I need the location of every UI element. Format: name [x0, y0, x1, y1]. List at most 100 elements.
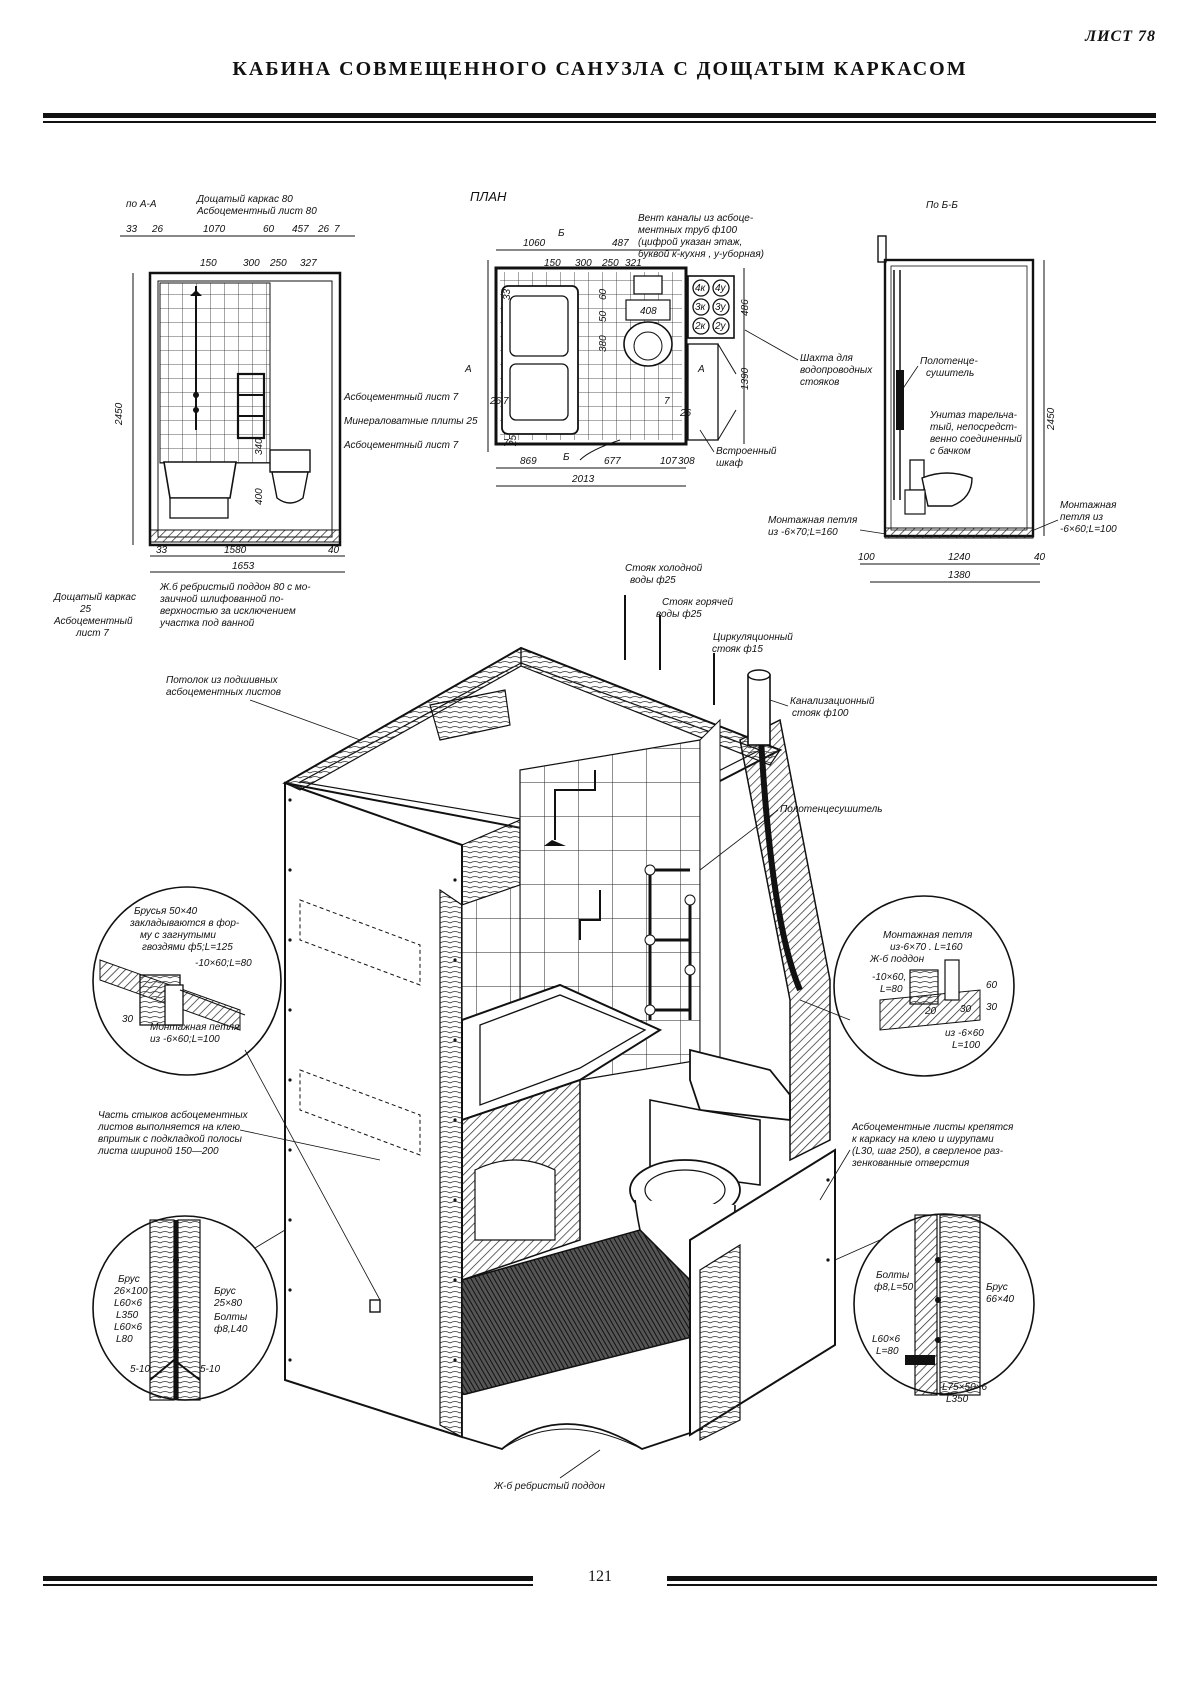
dim: 340: [254, 438, 265, 455]
dim: 1240: [948, 552, 971, 563]
detail-label: 5-10: [130, 1364, 150, 1375]
dim: 60: [598, 288, 609, 300]
isometric-view: Стояк холодной воды ф25 Стояк горячей во…: [97, 563, 1014, 1492]
detail-label: гвоздями ф5;L=125: [142, 941, 233, 953]
footer-rule-left: [43, 1576, 533, 1581]
detail-label: из -6×60: [945, 1028, 984, 1039]
note: -6×60;L=100: [1060, 524, 1117, 535]
detail-label: L=100: [952, 1040, 981, 1051]
note-frame: Дощатый каркас 80: [196, 194, 293, 205]
vent-label: 3у: [715, 302, 727, 313]
label-circ-riser: Циркуляционный: [713, 632, 793, 643]
note: заичной шлифованной по-: [159, 593, 284, 605]
note: с бачком: [930, 445, 971, 457]
detail-leaders: [244, 999, 881, 1301]
dim: 1380: [948, 570, 971, 581]
label-pallet: Ж-б ребристый поддон: [493, 1480, 605, 1492]
dim: 1070: [203, 224, 226, 235]
mark: 26: [489, 396, 502, 407]
note: стояков: [800, 377, 839, 388]
section-aa-heading: по А-А: [126, 199, 157, 210]
detail-label: L350: [946, 1394, 969, 1405]
note: из -6×70;L=160: [768, 527, 838, 538]
dim: 300: [575, 258, 592, 269]
label-sewer-riser: стояк ф100: [792, 707, 849, 719]
note: Шахта для: [800, 353, 853, 364]
dim: 1653: [232, 561, 255, 572]
note: Асбоцементный: [53, 615, 133, 627]
mark: 7: [503, 396, 509, 407]
label-fixing: Асбоцементные листы крепятся: [851, 1121, 1014, 1133]
detail-label: 5-10: [200, 1364, 220, 1375]
vent-label: 2у: [714, 321, 727, 332]
detail-label: из-6×70 . L=160: [890, 942, 963, 953]
note: (цифрой указан этаж,: [638, 236, 742, 248]
label-ceiling: Потолок из подшивных: [166, 675, 279, 686]
section-bb-heading: По Б-Б: [926, 200, 958, 211]
label-hot-riser: Стояк горячей: [662, 597, 734, 608]
note: буквой к-кухня , у-уборная): [638, 248, 764, 260]
note: сушитель: [926, 368, 974, 379]
note: Асбоцементный лист 7: [343, 439, 459, 451]
detail-left-bottom: Брус 26×100 L60×6 L350 L60×6 L80 Брус 25…: [92, 1215, 278, 1401]
note: петля из: [1060, 512, 1103, 523]
note: тый, непосредст-: [930, 422, 1018, 433]
footer-rule-right-thin: [667, 1584, 1157, 1586]
label-fixing: к каркасу на клею и шурупами: [852, 1134, 994, 1145]
dim: 150: [544, 258, 561, 269]
note: Вент каналы из асбоце-: [638, 212, 754, 224]
detail-label: ф8,L40: [214, 1323, 248, 1335]
dim: 2013: [571, 474, 595, 485]
page-number: 121: [588, 1568, 612, 1585]
dim: 50: [598, 310, 609, 322]
detail-right-top: Монтажная петля из-6×70 . L=160 Ж-б подд…: [833, 895, 1015, 1077]
detail-label: L75×50×6: [942, 1382, 987, 1393]
label-fixing: зенкованные отверстия: [851, 1158, 970, 1169]
detail-label: Брус: [986, 1282, 1008, 1293]
dim: 457: [292, 224, 309, 235]
note: участка под ванной: [159, 618, 255, 629]
label-cold-riser: воды ф25: [630, 574, 676, 586]
dim: 2450: [114, 402, 125, 426]
detail-label: Брус: [118, 1274, 140, 1285]
header-rule-thin: [43, 121, 1156, 123]
detail-label: Монтажная петля: [883, 930, 973, 941]
detail-label: Монтажная петля: [150, 1022, 240, 1033]
plan-heading: ПЛАН: [470, 189, 507, 204]
detail-label: 26×100: [113, 1286, 148, 1297]
detail-label: Ж-б поддон: [869, 953, 925, 965]
footer-rule-right: [667, 1576, 1157, 1581]
dim: 26: [317, 224, 330, 235]
label-joints: листа шириной 150—200: [97, 1146, 219, 1157]
detail-label: 60: [986, 980, 998, 991]
detail-label: L80: [116, 1334, 133, 1345]
detail-label: 30: [122, 1014, 134, 1025]
note: Асбоцементный лист 7: [343, 391, 459, 403]
header-rule: [43, 113, 1156, 118]
label-circ-riser: стояк ф15: [712, 643, 763, 655]
mark: 25: [508, 434, 519, 447]
note: ментных труб ф100: [638, 224, 737, 236]
aa-dims-top: 33 26 1070 60 457 26 7 150 300 250 327: [126, 224, 340, 269]
dim: 400: [254, 488, 265, 505]
mark: 26: [679, 408, 692, 419]
dim: 869: [520, 456, 537, 467]
dim: 321: [625, 258, 642, 269]
dim: 1390: [740, 367, 751, 390]
note: Дощатый каркас: [53, 592, 136, 603]
detail-label: Брусья 50×40: [134, 906, 198, 917]
label-joints: листов выполняется на клею: [97, 1122, 240, 1133]
detail-label: Болты: [876, 1270, 910, 1281]
dim: 60: [263, 224, 275, 235]
dim: 1580: [224, 545, 247, 556]
dim: 250: [601, 258, 619, 269]
dim: 300: [243, 258, 260, 269]
detail-label: закладываются в фор-: [129, 917, 240, 929]
note: 25: [79, 604, 92, 615]
vent-pipes: 4к 4у 3к 3у 2к 2у: [692, 279, 730, 335]
dim: 327: [300, 258, 317, 269]
dim: 2450: [1046, 407, 1057, 431]
detail-label: 66×40: [986, 1294, 1015, 1305]
note: Ж.б ребристый поддон 80 с мо-: [159, 581, 311, 593]
